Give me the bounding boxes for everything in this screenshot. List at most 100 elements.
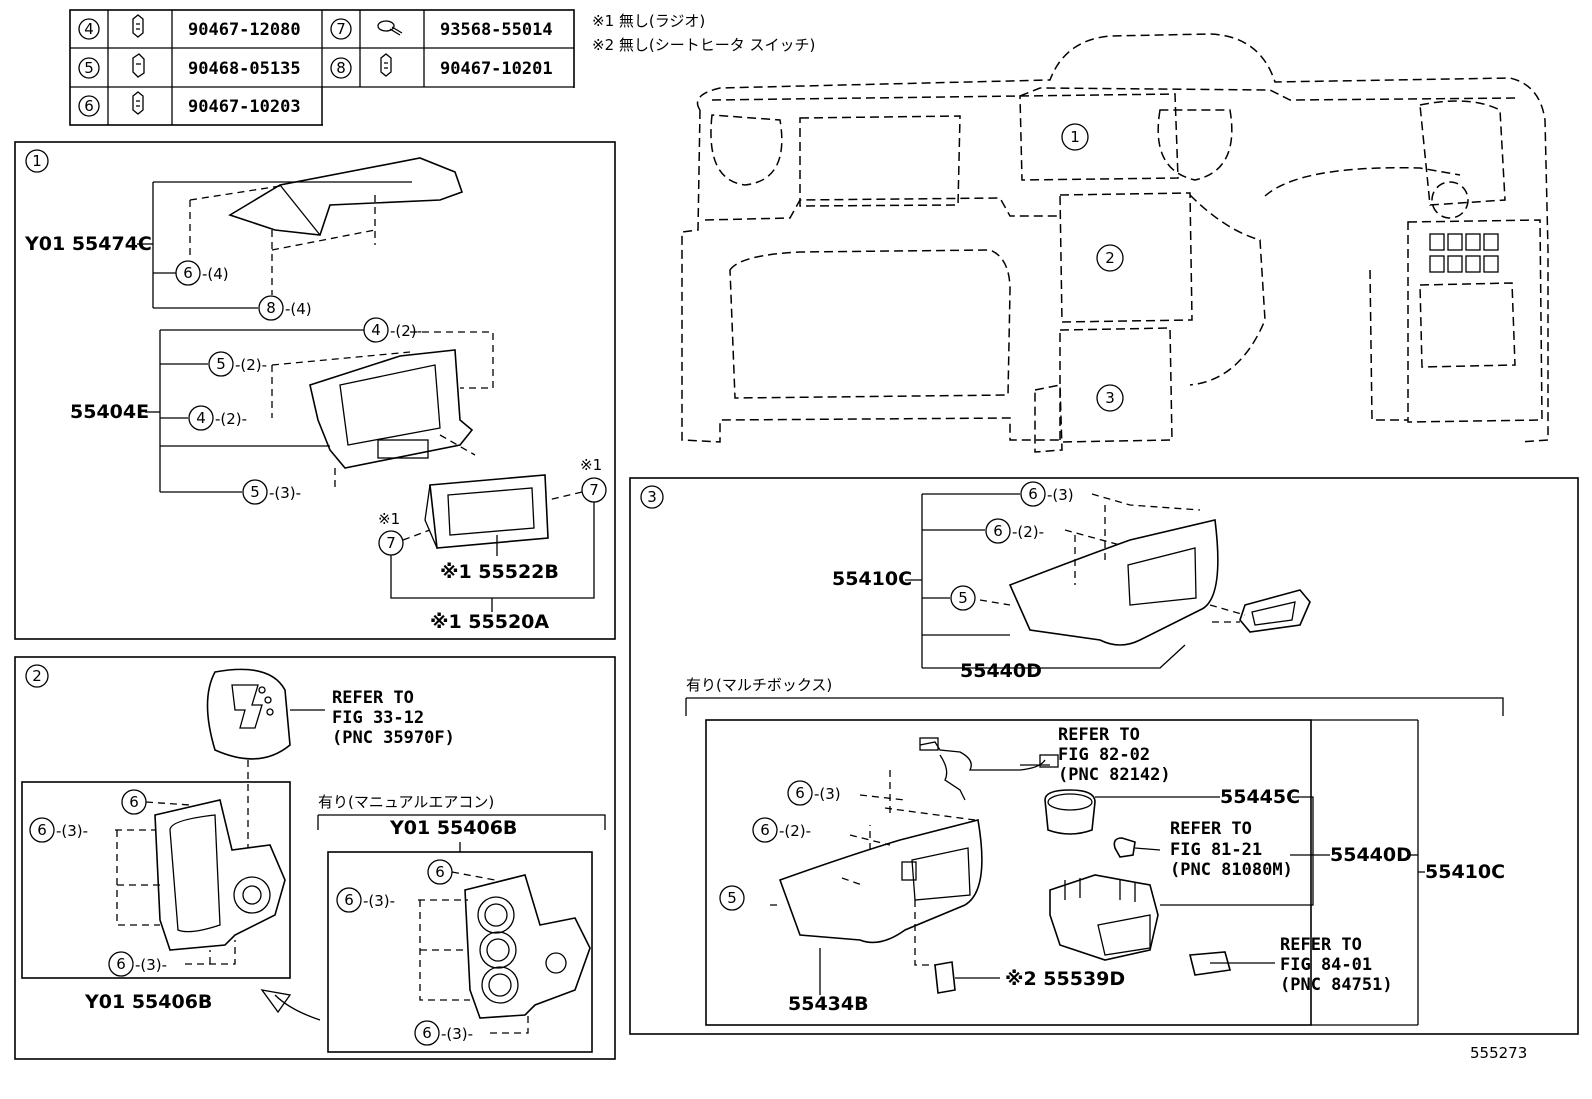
svg-text:REFER TO: REFER TO (1280, 935, 1362, 955)
section-2: 2 REFER TO FIG 33-12 (PNC 35970F) 6 6 -(… (14, 656, 616, 1060)
svg-text:5: 5 (727, 889, 737, 907)
svg-text:-(4): -(4) (202, 265, 229, 283)
svg-text:5: 5 (958, 589, 968, 607)
part-number: 90468-05135 (188, 59, 301, 79)
callout-6 (108, 951, 134, 977)
svg-text:5: 5 (250, 483, 260, 501)
label-55445c: 55445C (1220, 786, 1300, 808)
callout-5 (950, 585, 976, 611)
svg-text:6: 6 (129, 793, 139, 811)
note-2: ※2 無し(シートヒータ スイッチ) (592, 36, 815, 54)
label-55539d: ※2 55539D (1005, 968, 1125, 990)
ref-number: 8 (336, 59, 346, 77)
svg-text:(PNC 84751): (PNC 84751) (1280, 975, 1393, 995)
svg-text:REFER TO: REFER TO (1170, 819, 1252, 839)
label-55440d-a: 55440D (960, 660, 1042, 682)
tray-part (1239, 589, 1311, 633)
dashboard-overview: 1 2 3 (681, 33, 1549, 453)
ref-circle (330, 18, 352, 40)
svg-text:1: 1 (1070, 128, 1080, 146)
svg-text:FIG 82-02: FIG 82-02 (1058, 745, 1150, 765)
ref-number: 7 (336, 20, 346, 38)
callout-6 (787, 780, 813, 806)
section-number (640, 485, 664, 509)
part-number: 93568-55014 (440, 20, 553, 40)
callout-6 (1020, 481, 1046, 507)
clip-icon (132, 14, 144, 38)
clip-icon (380, 53, 392, 77)
ref-circle (78, 95, 100, 117)
label-55474c: Y01 55474C (24, 233, 152, 255)
screw-icon (377, 20, 403, 36)
ref-circle (330, 57, 352, 79)
heater-switch-part (934, 961, 956, 994)
svg-text:5: 5 (216, 355, 226, 373)
section-3: 3 55410C 6 -(3) 6 -(2)- 5 55440D 有り(マルチボ… (629, 477, 1579, 1035)
svg-text:6: 6 (993, 522, 1003, 540)
clip-icon (132, 53, 145, 78)
svg-text:-(4): -(4) (285, 300, 312, 318)
svg-text:6: 6 (795, 784, 805, 802)
lower-panel-part-b (778, 819, 983, 944)
svg-text:2: 2 (1105, 249, 1115, 267)
shift-indicator-part (206, 668, 291, 760)
svg-text:-(3)-: -(3)- (363, 892, 395, 910)
svg-text:FIG 33-12: FIG 33-12 (332, 708, 424, 728)
svg-text:6: 6 (1028, 485, 1038, 503)
table-row: 7 93568-55014 (330, 18, 553, 40)
svg-text:-(2)-: -(2)- (215, 410, 247, 428)
label-55520a: ※1 55520A (430, 611, 549, 633)
shift-panel-part-a (154, 799, 286, 951)
svg-text:3: 3 (647, 488, 657, 506)
svg-text:(PNC 35970F): (PNC 35970F) (332, 728, 455, 748)
section-1: 1 Y01 55474C 6 -(4) 8 -(4) 55404E 4 -(2)… (14, 141, 616, 640)
arrow-icon (260, 989, 321, 1021)
ref-number: 6 (84, 97, 94, 115)
svg-text:4: 4 (371, 321, 381, 339)
callout-6 (175, 260, 201, 286)
switch-grid (1429, 233, 1499, 273)
label-55404e: 55404E (70, 401, 149, 423)
svg-text:-(3): -(3) (814, 785, 841, 803)
svg-text:-(3): -(3) (1047, 486, 1074, 504)
shift-panel-part-b (464, 874, 591, 1019)
part-number: 90467-12080 (188, 20, 301, 40)
label-55406b-b: Y01 55406B (389, 817, 517, 839)
svg-text:6: 6 (435, 863, 445, 881)
section-number (25, 149, 49, 173)
label-55434b: 55434B (788, 993, 869, 1015)
radio-unit (429, 474, 549, 549)
svg-text:-(3)-: -(3)- (441, 1025, 473, 1043)
svg-text:-(2)-: -(2)- (390, 322, 422, 340)
svg-text:-(3)-: -(3)- (135, 956, 167, 974)
callout-6 (29, 817, 55, 843)
svg-text:-(3)-: -(3)- (56, 822, 88, 840)
note-1: ※1 無し(ラジオ) (592, 12, 705, 30)
svg-text:1: 1 (32, 152, 42, 170)
svg-text:6: 6 (116, 955, 126, 973)
callout-5 (719, 885, 745, 911)
table-row: 6 90467-10203 (78, 91, 301, 117)
svg-text:2: 2 (32, 667, 42, 685)
svg-text:4: 4 (196, 409, 206, 427)
callout-6 (336, 887, 362, 913)
ref-number: 5 (84, 59, 94, 77)
callout-4 (363, 317, 389, 343)
callout-8 (258, 295, 284, 321)
svg-text:※1: ※1 (378, 510, 400, 528)
overview-callout-3 (1096, 384, 1124, 412)
svg-text:FIG 81-21: FIG 81-21 (1170, 840, 1262, 860)
svg-text:6: 6 (422, 1024, 432, 1042)
svg-text:FIG 84-01: FIG 84-01 (1280, 955, 1372, 975)
upper-cover-part (228, 157, 464, 236)
bulb-part (1113, 837, 1136, 858)
svg-text:有り(マルチボックス): 有り(マルチボックス) (686, 676, 832, 694)
part-number: 90467-10201 (440, 59, 553, 79)
label-55522b: ※1 55522B (440, 561, 559, 583)
svg-text:6: 6 (344, 891, 354, 909)
svg-text:-(2)-: -(2)- (779, 822, 811, 840)
ref-circle (78, 18, 100, 40)
ref-number: 4 (84, 20, 94, 38)
callout-4 (188, 405, 214, 431)
callout-6 (752, 817, 778, 843)
